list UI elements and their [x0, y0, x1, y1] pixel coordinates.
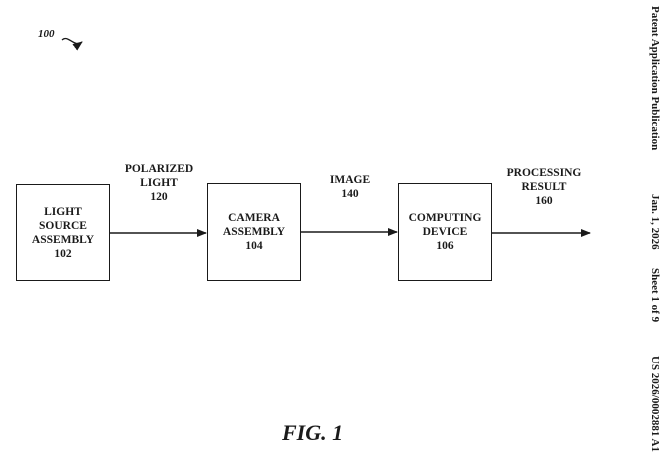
figure-ref-number: 100 — [38, 28, 55, 40]
polarized-light-ref: 120 — [150, 191, 168, 203]
patent-side-header: Patent Application Publication Jan. 1, 2… — [632, 6, 662, 464]
processing-result-line1: PROCESSING — [506, 167, 582, 179]
light-source-line2: SOURCE — [39, 219, 87, 232]
camera-assembly-box: CAMERA ASSEMBLY 104 — [207, 183, 301, 281]
camera-ref: 104 — [245, 240, 263, 252]
processing-result-label: PROCESSING RESULT 160 — [496, 166, 592, 208]
polarized-light-line1: POLARIZED — [124, 163, 194, 175]
light-source-assembly-box: LIGHT SOURCE ASSEMBLY 102 — [16, 184, 110, 281]
computing-line2: DEVICE — [422, 226, 468, 238]
publication-number: US 2026/0002881 A1 — [649, 356, 661, 452]
publication-title: Patent Application Publication — [649, 6, 661, 151]
image-ref: 140 — [341, 188, 359, 200]
processing-result-line2: RESULT — [521, 181, 567, 193]
computing-device-box: COMPUTING DEVICE 106 — [398, 183, 492, 281]
figure-caption: FIG. 1 — [282, 420, 344, 445]
camera-line1: CAMERA — [228, 212, 280, 224]
publication-date: Jan. 1, 2026 — [649, 194, 661, 250]
polarized-light-line2: LIGHT — [140, 177, 178, 189]
polarized-light-label: POLARIZED LIGHT 120 — [113, 162, 205, 204]
image-line1: IMAGE — [329, 174, 371, 186]
ref-100-squiggle-arrow — [61, 37, 83, 51]
light-source-line1: LIGHT — [44, 205, 82, 218]
light-source-ref: 102 — [54, 247, 72, 260]
camera-line2: ASSEMBLY — [222, 226, 286, 238]
computing-line1: COMPUTING — [408, 212, 482, 224]
image-label: IMAGE 140 — [305, 173, 395, 201]
processing-result-ref: 160 — [535, 195, 553, 207]
sheet-number: Sheet 1 of 9 — [649, 268, 661, 323]
light-source-line3: ASSEMBLY — [31, 233, 95, 246]
computing-ref: 106 — [436, 240, 454, 252]
